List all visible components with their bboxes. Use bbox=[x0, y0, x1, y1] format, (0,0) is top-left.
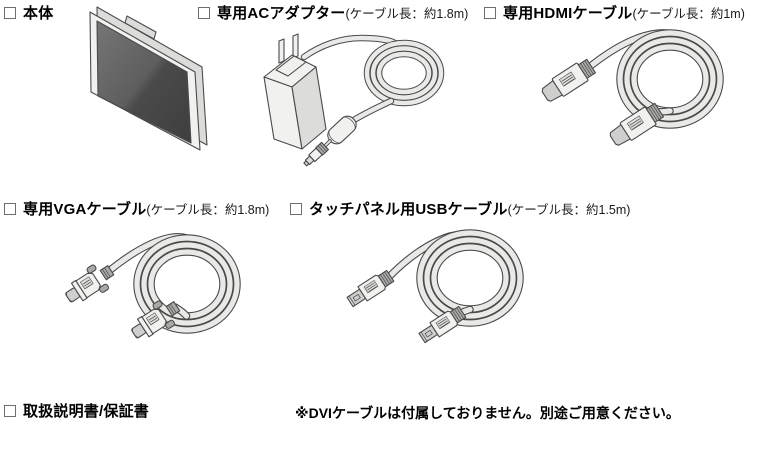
ferrite-bead bbox=[327, 115, 357, 145]
usb-cable-coil bbox=[384, 229, 524, 327]
dc-plug bbox=[303, 141, 329, 167]
checkbox-vga-cable bbox=[4, 203, 16, 215]
vga-connector bbox=[131, 300, 181, 339]
power-prong bbox=[292, 33, 299, 59]
vga-connector bbox=[65, 264, 115, 303]
checkbox-usb-cable bbox=[290, 203, 302, 215]
item-name-ac-adapter: 専用ACアダプター bbox=[217, 5, 346, 22]
usb-connector bbox=[418, 305, 467, 344]
dvi-note: ※DVIケーブルは付属しておりません。別途ご用意ください。 bbox=[295, 405, 680, 421]
checkbox-manual bbox=[4, 405, 16, 417]
usb-cable-illustration bbox=[346, 229, 524, 344]
hdmi-cable-illustration bbox=[541, 29, 724, 146]
item-label-ac-adapter: 専用ACアダプター(ケーブル長：約1.8m) bbox=[198, 4, 468, 24]
checkbox-hdmi-cable bbox=[484, 7, 496, 19]
monitor-screen bbox=[96, 20, 192, 144]
usb-connector bbox=[346, 269, 395, 308]
item-name-main-unit: 本体 bbox=[23, 5, 54, 22]
item-detail-ac-adapter: (ケーブル長：約1.8m) bbox=[345, 7, 469, 21]
ac-adapter-illustration bbox=[263, 33, 445, 167]
checkbox-main-unit bbox=[4, 7, 16, 19]
item-name-manual: 取扱説明書/保証書 bbox=[23, 403, 149, 420]
item-name-hdmi-cable: 専用HDMIケーブル bbox=[503, 5, 633, 22]
item-detail-hdmi-cable: (ケーブル長：約1m) bbox=[632, 7, 745, 21]
item-name-usb-cable: タッチパネル用USBケーブル bbox=[309, 201, 508, 218]
item-label-hdmi-cable: 専用HDMIケーブル(ケーブル長：約1m) bbox=[484, 4, 745, 24]
item-name-vga-cable: 専用VGAケーブル bbox=[23, 201, 147, 218]
vga-cable-coil bbox=[105, 232, 241, 334]
hdmi-cable-coil bbox=[584, 29, 724, 129]
hdmi-connector bbox=[609, 102, 665, 146]
item-detail-usb-cable: (ケーブル長：約1.5m) bbox=[507, 203, 631, 217]
item-label-main-unit: 本体 bbox=[4, 4, 53, 24]
hdmi-connector bbox=[541, 58, 597, 102]
power-prong bbox=[278, 38, 285, 64]
item-label-usb-cable: タッチパネル用USBケーブル(ケーブル長：約1.5m) bbox=[290, 200, 630, 220]
item-detail-vga-cable: (ケーブル長：約1.8m) bbox=[146, 203, 270, 217]
checkbox-ac-adapter bbox=[198, 7, 210, 19]
item-label-vga-cable: 専用VGAケーブル(ケーブル長：約1.8m) bbox=[4, 200, 269, 220]
monitor-display-illustration bbox=[89, 6, 208, 151]
vga-cable-illustration bbox=[65, 232, 241, 339]
item-label-manual: 取扱説明書/保証書 bbox=[4, 402, 149, 422]
adapter-body bbox=[263, 33, 327, 150]
power-cable-coil bbox=[300, 34, 445, 124]
